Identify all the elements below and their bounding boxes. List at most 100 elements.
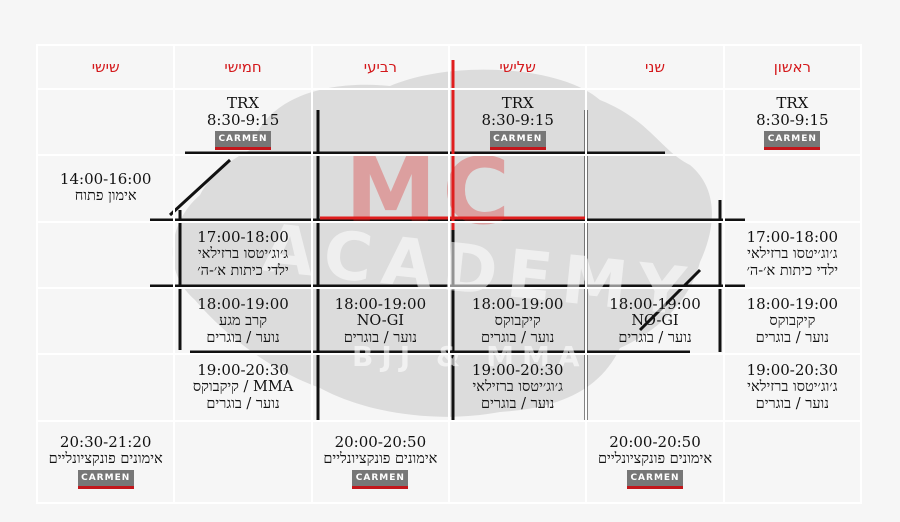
class-title: 19:00-20:30 bbox=[471, 360, 564, 379]
class-detail: נוער / בוגרים bbox=[755, 329, 829, 346]
class-detail: נוער / בוגרים bbox=[755, 395, 829, 412]
carmen-logo: CARMEN bbox=[764, 130, 821, 150]
class-detail: אימונים פונקציונליים bbox=[598, 451, 713, 468]
class-detail: אימון פתוח bbox=[74, 188, 137, 205]
class-slot-thursday bbox=[173, 154, 313, 223]
class-slot-tuesday bbox=[448, 220, 588, 289]
class-detail: 8:30-9:15 bbox=[481, 110, 554, 129]
carmen-logo: CARMEN bbox=[77, 470, 134, 490]
class-slot-monday bbox=[585, 154, 725, 223]
class-slot-friday bbox=[35, 220, 176, 289]
class-title: 17:00-18:00 bbox=[197, 228, 289, 247]
class-title: 18:00-19:00 bbox=[746, 294, 839, 313]
class-title: 18:00-19:00 bbox=[334, 294, 427, 313]
class-title: TRX bbox=[776, 93, 809, 112]
class-detail: אימונים פונקציונליים bbox=[323, 451, 438, 468]
class-detail: ילדי כיתות א׳-ה׳ bbox=[197, 263, 289, 280]
class-title: 18:00-19:00 bbox=[197, 294, 289, 313]
class-title: TRX bbox=[227, 93, 260, 112]
class-detail: נוער / בוגרים bbox=[481, 395, 555, 412]
class-slot-tuesday bbox=[448, 154, 588, 223]
class-slot-friday bbox=[35, 286, 176, 356]
class-slot-wednesday bbox=[310, 353, 451, 422]
class-slot-wednesday bbox=[310, 154, 451, 223]
class-detail: 8:30-9:15 bbox=[756, 110, 829, 129]
day-header-wednesday: רביעי bbox=[310, 44, 451, 90]
carmen-logo: CARMEN bbox=[627, 470, 684, 490]
class-slot-monday bbox=[585, 353, 725, 422]
class-slot-tuesday bbox=[448, 419, 588, 505]
class-detail: NO-GI bbox=[631, 312, 679, 329]
class-detail: נוער / בוגרים bbox=[206, 329, 280, 346]
class-detail: NO-GI bbox=[356, 312, 405, 329]
class-title: 14:00-16:00 bbox=[59, 170, 152, 189]
class-slot-friday bbox=[35, 353, 176, 422]
class-detail: ג׳וג׳יטסו ברזילאי bbox=[197, 246, 289, 263]
class-detail: נוער / בוגרים bbox=[343, 329, 418, 346]
day-header-sunday: ראשון bbox=[722, 44, 863, 90]
carmen-logo: CARMEN bbox=[215, 130, 272, 150]
class-slot-sunday bbox=[722, 419, 863, 505]
class-detail: קיקבוקס bbox=[769, 312, 816, 329]
class-title: 20:30-21:20 bbox=[59, 433, 152, 452]
day-header-tuesday: שלישי bbox=[448, 44, 588, 90]
class-title: 18:00-19:00 bbox=[471, 294, 564, 313]
class-slot-thursday bbox=[173, 419, 313, 505]
class-title: 20:00-20:50 bbox=[609, 433, 701, 452]
day-header-friday: שישי bbox=[35, 44, 176, 90]
class-slot-sunday bbox=[722, 154, 863, 223]
class-detail: נוער / בוגרים bbox=[618, 329, 692, 346]
class-detail: ג׳וג׳יטסו ברזילאי bbox=[747, 378, 838, 395]
class-detail: ילדי כיתות א׳-ה׳ bbox=[746, 263, 839, 280]
carmen-logo: CARMEN bbox=[352, 470, 409, 490]
class-detail: ג׳וג׳יטסו ברזילאי bbox=[747, 246, 838, 263]
class-title: 17:00-18:00 bbox=[746, 228, 839, 247]
class-title: 19:00-20:30 bbox=[197, 360, 289, 379]
carmen-logo: CARMEN bbox=[489, 130, 546, 150]
class-title: 18:00-19:00 bbox=[609, 294, 701, 313]
day-header-thursday: חמישי bbox=[173, 44, 313, 90]
class-title: 19:00-20:30 bbox=[746, 360, 839, 379]
day-header-monday: שני bbox=[585, 44, 725, 90]
class-title: TRX bbox=[501, 93, 534, 112]
class-slot-wednesday bbox=[310, 220, 451, 289]
